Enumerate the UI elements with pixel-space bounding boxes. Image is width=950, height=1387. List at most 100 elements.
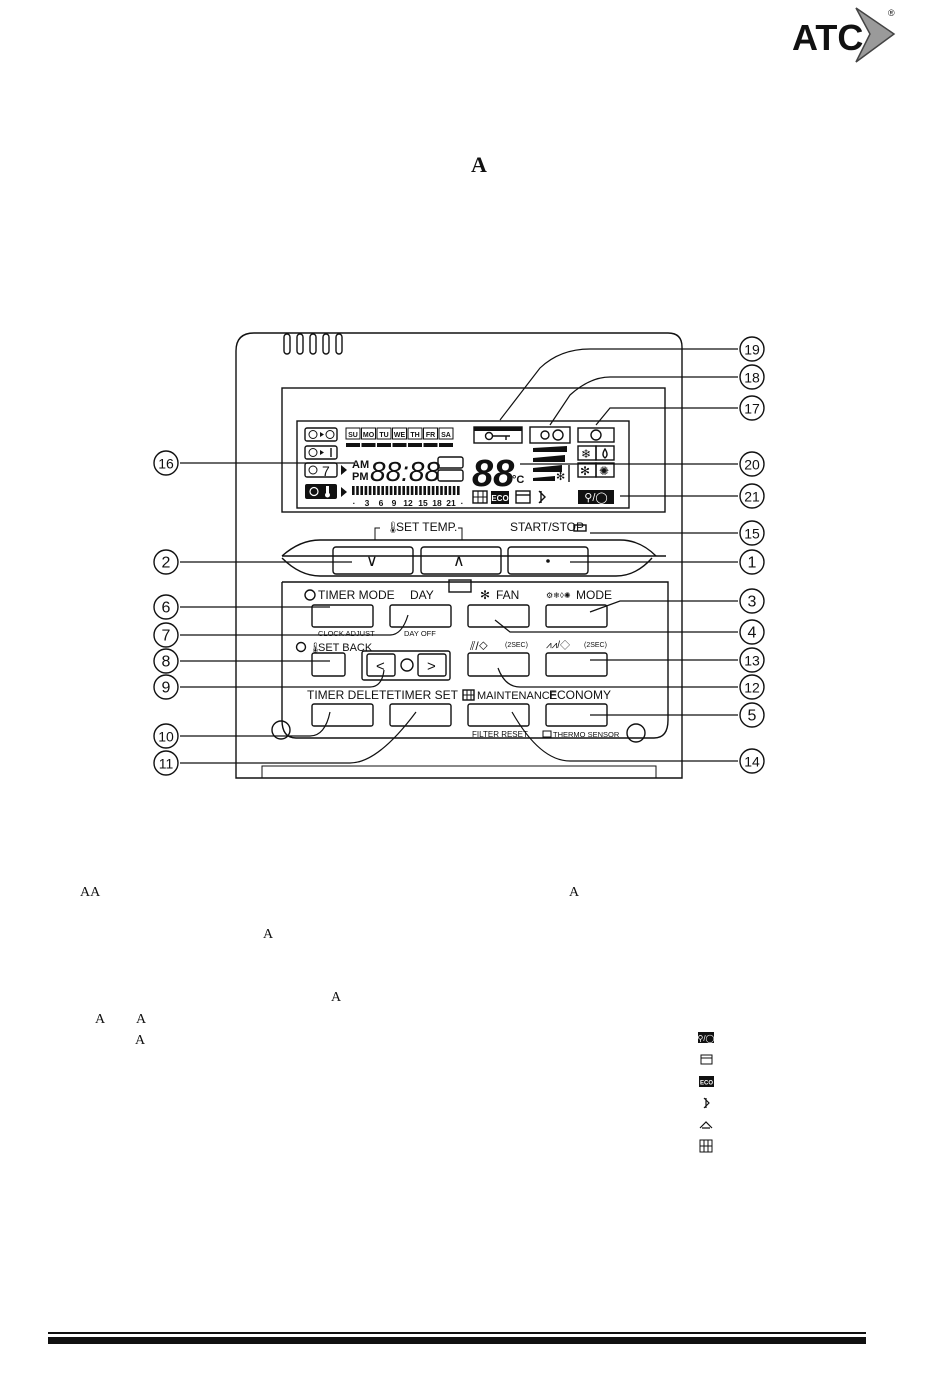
svg-text:✻: ✻ (480, 588, 490, 602)
fan-button[interactable] (467, 604, 530, 628)
callout-circle-5 (739, 702, 765, 728)
svg-text:✻: ✻ (556, 471, 565, 483)
callout-circle-7 (153, 622, 179, 648)
timeline-segment (410, 486, 414, 495)
am-label: AM (352, 459, 369, 471)
callout-number-8: 8 (162, 654, 171, 671)
timer-set-button[interactable] (389, 703, 452, 727)
timeline-tick: 21 (446, 498, 456, 508)
operation-lamp (573, 524, 587, 532)
callout-circle-4 (739, 619, 765, 645)
temperature-digits: 88 (472, 453, 515, 495)
timer-mode-button[interactable] (311, 604, 374, 628)
clock-display: AM PM 88:88 (352, 456, 464, 487)
legend-icon-column: ⚲/◯ ECO (697, 1032, 715, 1153)
maintenance-label: MAINTENANCE (477, 690, 557, 702)
temp-up-button[interactable] (420, 546, 502, 575)
timeline-segment (381, 486, 384, 495)
clock-adjust-label: CLOCK ADJUST (318, 629, 375, 638)
callout-number-20: 20 (744, 457, 760, 473)
callout-number-9: 9 (162, 680, 171, 697)
leader-line-4 (494, 619, 738, 633)
timeline-segment (389, 486, 393, 495)
timeline-segment (444, 486, 447, 495)
left-arrow-icon: < (376, 658, 385, 675)
timeline-segment (402, 486, 405, 495)
day-bar (408, 443, 422, 447)
timeline-segment (364, 486, 368, 495)
start-stop-label: START/STOP (510, 520, 584, 534)
day-button[interactable] (389, 604, 452, 628)
mode-button[interactable] (545, 604, 608, 628)
day-label: TU (379, 432, 388, 439)
callout-number-13: 13 (744, 653, 760, 669)
timeline-segment (440, 486, 443, 495)
start-stop-button[interactable] (507, 546, 589, 575)
timeline-tick: 15 (418, 498, 428, 508)
eco-icon: ECO (699, 1076, 714, 1087)
svg-text:🌡: 🌡 (386, 521, 400, 534)
leader-line-9 (180, 669, 385, 688)
leader-line-12 (497, 667, 738, 688)
timeline-segment (436, 486, 439, 495)
timeline-segment (427, 486, 431, 495)
leader-line-11 (180, 711, 417, 764)
leader-line-3 (589, 600, 738, 613)
callout-circle-10 (153, 723, 179, 749)
day-label: MO (363, 432, 375, 439)
vent-slots (283, 333, 343, 355)
callout-circle-21 (739, 483, 765, 509)
timer-delete-button[interactable] (311, 703, 374, 727)
callout-circle-2 (153, 549, 179, 575)
set-temp-label: SET TEMP. (396, 520, 457, 534)
callout-number-17: 17 (744, 401, 760, 417)
swing-2sec-label: (2SEC) (505, 642, 528, 649)
temperature-unit: °C (512, 474, 524, 486)
body-fragment: A (331, 990, 342, 1005)
fan-label: FAN (496, 588, 519, 602)
callout-circle-18 (739, 364, 765, 390)
callout-number-3: 3 (748, 594, 757, 611)
maintenance-button[interactable] (467, 703, 530, 727)
timer-delete-label: TIMER DELETE (307, 688, 394, 702)
svg-text:✻: ✻ (580, 464, 590, 478)
display-frame (281, 387, 666, 513)
swing-button[interactable] (467, 652, 530, 677)
callout-circle-9 (153, 674, 179, 700)
callout-circle-15 (739, 520, 765, 546)
louver-button[interactable] (545, 652, 608, 677)
set-back-button[interactable] (311, 652, 346, 677)
callout-number-21: 21 (744, 489, 760, 505)
callout-circle-16 (153, 450, 179, 476)
footer-rule-thin (48, 1332, 866, 1334)
callout-number-4: 4 (748, 625, 757, 642)
day-off-label: DAY OFF (404, 629, 436, 638)
key-lock-indicator (473, 426, 523, 444)
timeline-segment (448, 486, 452, 495)
timeline-tick: · (461, 498, 464, 508)
day-box (438, 427, 454, 440)
timeline-tick: 9 (392, 498, 397, 508)
callout-circle-20 (739, 451, 765, 477)
timeline-segment (360, 486, 363, 495)
left-arrow-button[interactable] (366, 653, 396, 677)
right-arrow-button[interactable] (417, 653, 447, 677)
timer-day-digit: 7 (322, 463, 330, 479)
day-bar (423, 443, 438, 447)
louver-icon (699, 1121, 713, 1129)
temp-down-button[interactable] (332, 546, 414, 575)
controller-body (235, 332, 683, 779)
svg-text:⚙❄◊✺: ⚙❄◊✺ (546, 591, 571, 600)
button-panel-frame (271, 581, 669, 743)
day-label: DAY (410, 588, 434, 602)
timeline-segment (352, 486, 355, 495)
footer-rule-thick (48, 1337, 866, 1344)
callout-circle-6 (153, 594, 179, 620)
timeline-tick: 3 (365, 498, 370, 508)
connector-notch (448, 579, 472, 593)
timeline-segment (385, 486, 389, 495)
day-bar (377, 443, 391, 447)
clock-digits: 88:88 (370, 456, 440, 487)
